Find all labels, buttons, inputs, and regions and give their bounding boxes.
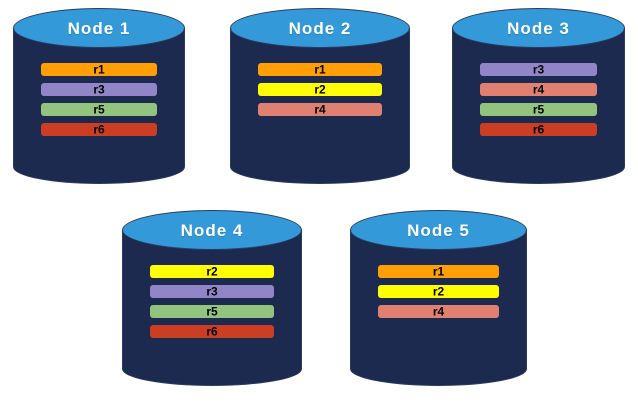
replica-label: r1 [432, 264, 445, 278]
replica-list: r2 r3 r5 r6 [150, 265, 274, 338]
replica-bar[interactable]: r4 [480, 83, 597, 96]
cylinder-body [122, 230, 302, 369]
replica-label: r4 [532, 82, 545, 96]
replica-label: r6 [532, 122, 545, 136]
replica-bar[interactable]: r2 [378, 285, 499, 298]
node-cylinder-2[interactable]: Node 2 r1 r2 r4 [230, 8, 410, 184]
replica-bar[interactable]: r2 [258, 83, 382, 96]
cylinder-body [230, 28, 410, 167]
replica-label: r5 [93, 102, 105, 116]
cylinder-top-disk [350, 210, 527, 250]
replica-label: r2 [314, 82, 326, 96]
replica-label: r3 [532, 62, 545, 76]
replica-bar[interactable]: r2 [150, 265, 274, 278]
replica-list: r3 r4 r5 r6 [480, 63, 597, 136]
node-cylinder-3[interactable]: Node 3 r3 r4 r5 r6 [452, 8, 625, 184]
cylinder-body [452, 28, 625, 167]
replica-label: r3 [93, 82, 105, 96]
replica-label: r1 [314, 62, 326, 76]
cylinder-body [13, 28, 185, 167]
replica-bar[interactable]: r6 [41, 123, 157, 136]
replica-bar[interactable]: r1 [378, 265, 499, 278]
replica-bar[interactable]: r6 [150, 325, 274, 338]
replica-bar[interactable]: r6 [480, 123, 597, 136]
replica-bar[interactable]: r3 [41, 83, 157, 96]
cylinder-top-disk [13, 8, 185, 48]
replica-label: r6 [93, 122, 105, 136]
replica-bar[interactable]: r1 [41, 63, 157, 76]
replica-bar[interactable]: r1 [258, 63, 382, 76]
replica-bar[interactable]: r5 [480, 103, 597, 116]
node-title: Node 2 [288, 19, 352, 38]
replica-label: r5 [206, 304, 218, 318]
node-title: Node 4 [180, 221, 244, 240]
replica-label: r1 [93, 62, 105, 76]
node-title: Node 1 [67, 19, 131, 38]
cylinder-body [350, 230, 527, 369]
replica-list: r1 r3 r5 r6 [41, 63, 157, 136]
replica-label: r5 [532, 102, 545, 116]
node-cylinder-5[interactable]: Node 5 r1 r2 r4 [350, 210, 527, 386]
replica-bar[interactable]: r5 [41, 103, 157, 116]
replica-label: r4 [432, 304, 445, 318]
replica-bar[interactable]: r4 [258, 103, 382, 116]
node-title: Node 5 [407, 221, 470, 240]
node-cylinder-1[interactable]: Node 1 r1 r3 r5 r6 [13, 8, 185, 184]
cylinder-top-disk [230, 8, 410, 48]
replica-label: r4 [314, 102, 326, 116]
replica-label: r2 [432, 284, 445, 298]
replica-label: r3 [206, 284, 218, 298]
cylinder-top-disk [452, 8, 625, 48]
node-cylinder-4[interactable]: Node 4 r2 r3 r5 r6 [122, 210, 302, 386]
replica-bar[interactable]: r4 [378, 305, 499, 318]
replica-list: r1 r2 r4 [258, 63, 382, 116]
node-title: Node 3 [507, 19, 570, 38]
replica-label: r6 [206, 324, 218, 338]
replica-list: r1 r2 r4 [378, 265, 499, 318]
replica-label: r2 [206, 264, 218, 278]
cylinder-top-disk [122, 210, 302, 250]
replica-bar[interactable]: r5 [150, 305, 274, 318]
replica-bar[interactable]: r3 [480, 63, 597, 76]
replica-bar[interactable]: r3 [150, 285, 274, 298]
